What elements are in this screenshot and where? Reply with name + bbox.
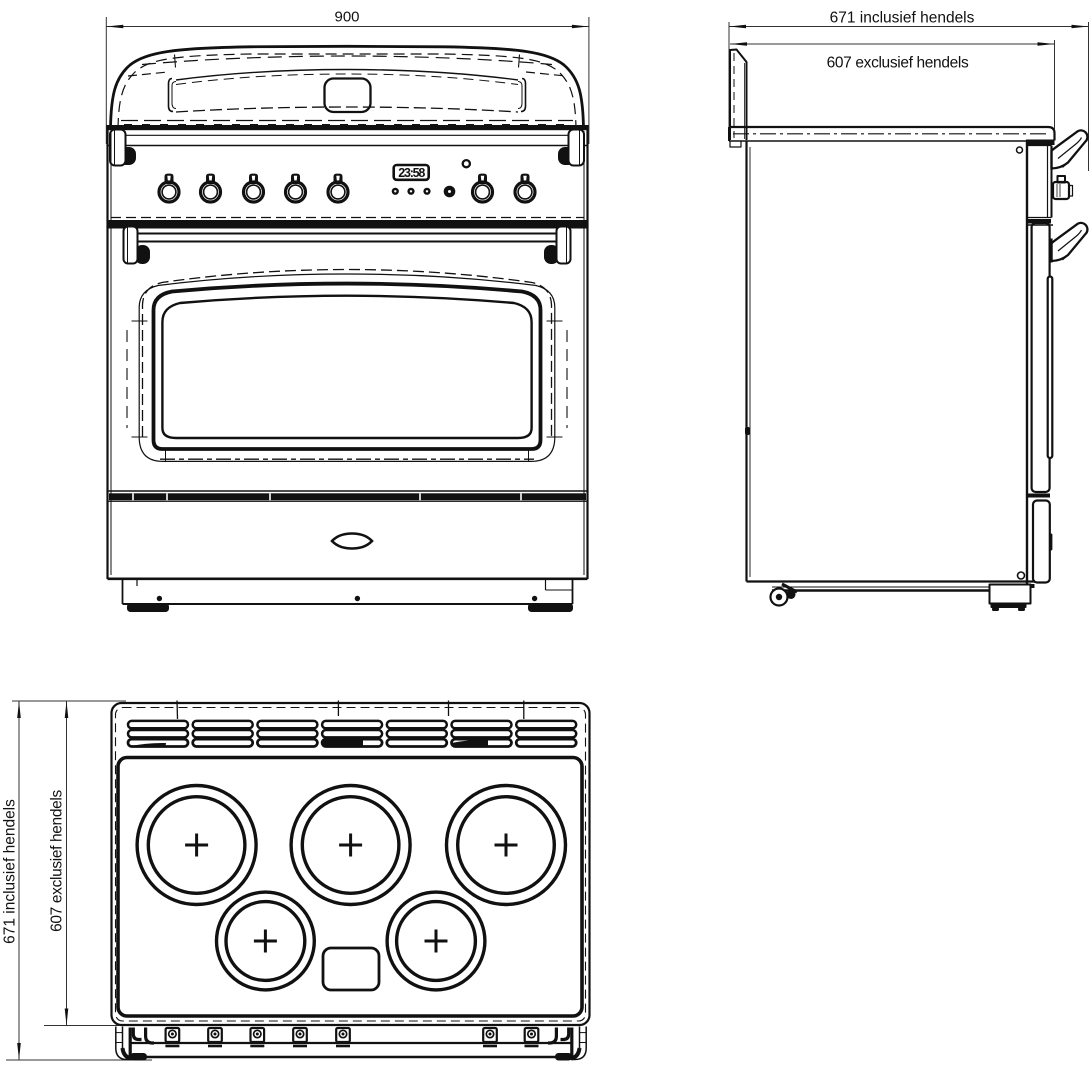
svg-text:607 exclusief hendels: 607 exclusief hendels	[49, 790, 66, 932]
svg-text:23:58: 23:58	[398, 166, 425, 180]
svg-text:671 inclusief hendels: 671 inclusief hendels	[2, 799, 19, 944]
svg-text:671 inclusief hendels: 671 inclusief hendels	[830, 10, 975, 27]
svg-text:900: 900	[334, 9, 359, 26]
svg-text:607 exclusief hendels: 607 exclusief hendels	[827, 55, 969, 72]
